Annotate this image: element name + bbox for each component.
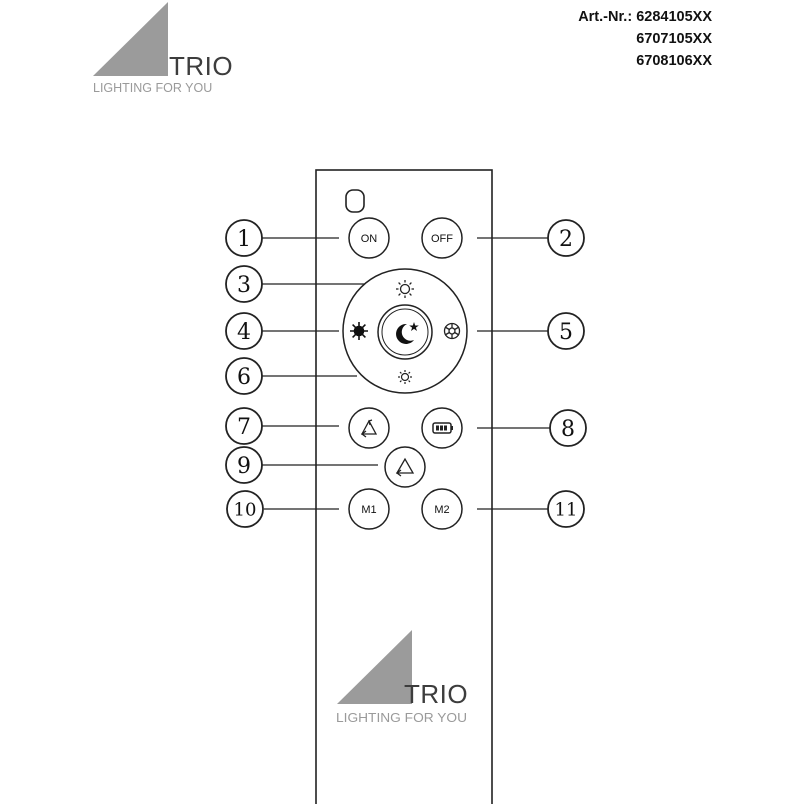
article-number-line-1: Art.-Nr.: 6284105XX <box>578 6 712 28</box>
svg-text:7: 7 <box>237 415 251 440</box>
cold-light-icon[interactable] <box>443 322 461 340</box>
svg-text:3: 3 <box>237 273 251 298</box>
scene-icon <box>395 457 415 477</box>
callout-2: 2 <box>547 219 585 257</box>
header-logo: TRIO LIGHTING FOR YOU <box>93 2 233 97</box>
scene-cycle-button[interactable] <box>348 407 390 449</box>
on-button-label: ON <box>361 233 378 245</box>
svg-text:5: 5 <box>559 320 573 345</box>
m2-button[interactable]: M2 <box>421 488 463 530</box>
remote-logo-tagline: LIGHTING FOR YOU <box>336 711 467 725</box>
callout-10: 10 <box>226 490 264 528</box>
svg-text:6: 6 <box>237 365 251 390</box>
m1-button[interactable]: M1 <box>348 488 390 530</box>
off-button-label: OFF <box>431 233 453 245</box>
logo-triangle-icon <box>93 2 168 76</box>
remote-logo-wordmark: TRIO <box>404 679 468 709</box>
remote-logo: TRIO LIGHTING FOR YOU <box>336 630 468 725</box>
on-button[interactable]: ON <box>348 217 390 259</box>
logo-tagline: LIGHTING FOR YOU <box>93 81 213 95</box>
warm-light-icon[interactable] <box>350 322 368 340</box>
svg-text:11: 11 <box>555 500 578 521</box>
article-code: 6707105XX <box>636 31 712 47</box>
callout-11: 11 <box>547 490 585 528</box>
battery-icon <box>432 422 453 434</box>
article-code: 6284105XX <box>636 9 712 25</box>
svg-text:10: 10 <box>234 500 257 521</box>
callout-1: 1 <box>225 219 263 257</box>
scene-cycle-icon <box>360 419 378 438</box>
logo-triangle-icon <box>337 630 412 704</box>
remote-body <box>315 169 493 804</box>
callout-7: 7 <box>225 407 263 445</box>
logo-wordmark: TRIO <box>169 51 234 81</box>
brightness-up-icon[interactable] <box>396 280 414 298</box>
brightness-down-icon[interactable] <box>398 370 412 384</box>
article-code: 6708106XX <box>636 53 712 69</box>
svg-text:9: 9 <box>237 454 251 479</box>
m1-button-label: M1 <box>361 504 376 516</box>
article-numbers: Art.-Nr.: 6284105XX 6707105XX 6708106XX <box>578 6 712 72</box>
m2-button-label: M2 <box>434 504 449 516</box>
svg-text:2: 2 <box>559 227 573 252</box>
night-mode-button[interactable] <box>377 304 433 360</box>
night-mode-icon <box>396 322 419 344</box>
callout-4: 4 <box>225 312 263 350</box>
callout-9: 9 <box>225 446 263 484</box>
svg-text:8: 8 <box>561 417 575 442</box>
svg-text:4: 4 <box>237 320 251 345</box>
callout-8: 8 <box>549 409 587 447</box>
callout-6: 6 <box>225 357 263 395</box>
callout-5: 5 <box>547 312 585 350</box>
led-indicator-icon <box>345 189 365 213</box>
article-label: Art.-Nr.: <box>578 9 633 25</box>
callout-3: 3 <box>225 265 263 303</box>
scene-button[interactable] <box>384 446 426 488</box>
svg-text:1: 1 <box>237 227 251 252</box>
off-button[interactable]: OFF <box>421 217 463 259</box>
